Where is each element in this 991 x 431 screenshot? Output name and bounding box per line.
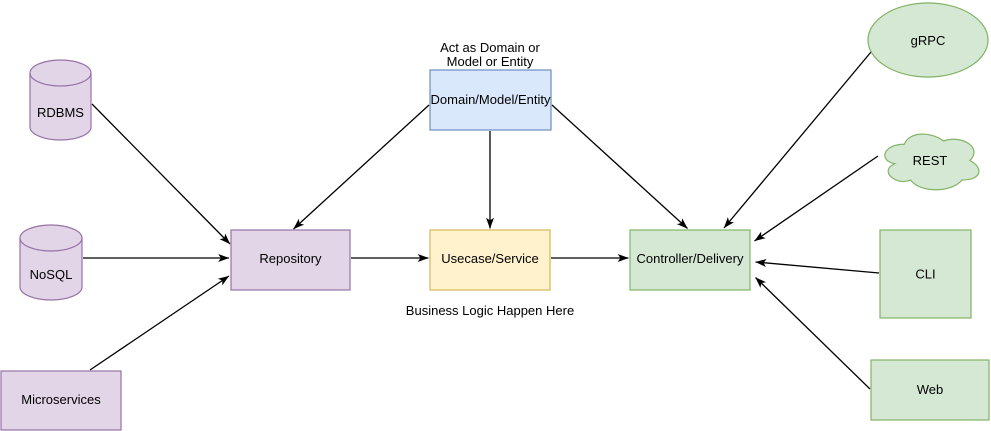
web-label: Web xyxy=(917,382,944,397)
node-grpc: gRPC xyxy=(867,2,989,78)
rdbms-cylinder-shape xyxy=(29,59,92,141)
nosql-cylinder-rim xyxy=(19,237,83,252)
repository-rect xyxy=(230,229,351,291)
nosql-label: NoSQL xyxy=(30,267,73,282)
edge-grpc-to-controller xyxy=(723,51,872,229)
usecase-note: Business Logic Happen Here xyxy=(406,303,574,318)
nosql-cylinder-shape xyxy=(19,224,83,301)
usecase-label: Usecase/Service xyxy=(441,251,539,266)
domain-rect xyxy=(429,69,552,131)
node-controller: Controller/Delivery xyxy=(629,229,751,291)
node-microservices: Microservices xyxy=(0,370,122,431)
node-cli: CLI xyxy=(879,229,972,319)
node-rest: REST xyxy=(884,133,980,191)
domain-label: Domain/Model/Entity xyxy=(431,92,551,107)
node-web: Web xyxy=(870,359,990,421)
grpc-label: gRPC xyxy=(911,33,946,48)
cli-rect xyxy=(879,229,972,319)
rest-cloud-shape xyxy=(884,133,980,191)
domain-note-line1: Act as Domain or xyxy=(440,40,540,55)
edge-domain-to-controller xyxy=(551,104,688,229)
cli-label: CLI xyxy=(915,267,935,282)
edge-microservices-to-repository xyxy=(89,275,230,371)
node-rdbms: RDBMS xyxy=(29,59,92,141)
rdbms-label: RDBMS xyxy=(37,105,84,120)
microservices-label: Microservices xyxy=(21,392,101,407)
rdbms-cylinder-rim xyxy=(29,72,92,87)
web-rect xyxy=(870,359,990,421)
node-nosql: NoSQL xyxy=(19,224,83,301)
edges xyxy=(83,51,880,390)
grpc-ellipse xyxy=(867,2,989,78)
repository-label: Repository xyxy=(259,251,322,266)
edge-web-to-controller xyxy=(755,277,871,390)
node-domain: Domain/Model/Entity xyxy=(429,69,552,131)
domain-note-line2: Model or Entity xyxy=(447,54,534,69)
node-repository: Repository xyxy=(230,229,351,291)
edge-rest-to-controller xyxy=(754,155,879,242)
microservices-rect xyxy=(0,370,122,431)
edge-cli-to-controller xyxy=(755,258,880,274)
edge-domain-to-repository xyxy=(293,104,430,230)
controller-label: Controller/Delivery xyxy=(637,251,744,266)
edge-rdbms-to-repository xyxy=(91,103,231,245)
controller-rect xyxy=(629,229,751,291)
rest-label: REST xyxy=(913,153,948,168)
usecase-rect xyxy=(429,229,551,291)
node-usecase: Usecase/Service xyxy=(429,229,551,291)
